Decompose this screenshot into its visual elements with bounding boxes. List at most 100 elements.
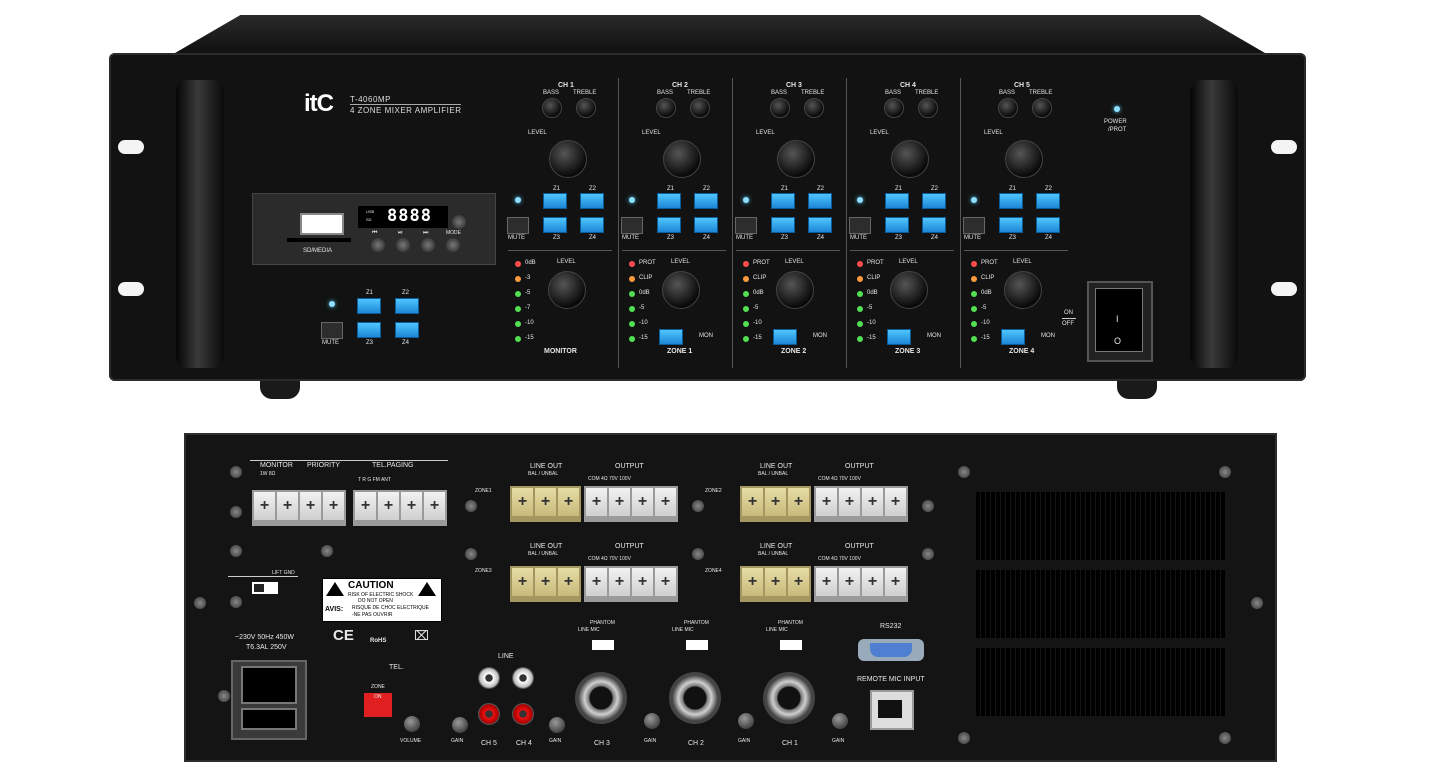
rca-right-ch5[interactable]	[478, 703, 500, 725]
ch1-mute-button[interactable]	[507, 217, 529, 234]
speaker-output-terminals[interactable]: ++++	[814, 486, 908, 522]
ch1-z2-button[interactable]	[580, 193, 604, 209]
ch1-z4-button[interactable]	[580, 217, 604, 233]
monitor-level-knob[interactable]	[548, 271, 586, 309]
media-z2-button[interactable]	[395, 298, 419, 314]
lift-gnd-toggle[interactable]	[254, 584, 264, 592]
ch4-z3-button[interactable]	[885, 217, 909, 233]
ch2-z2-button[interactable]	[694, 193, 718, 209]
zone-dip-label: ZONE	[371, 684, 385, 690]
iec-socket[interactable]	[241, 666, 297, 704]
ch3-level-knob[interactable]	[777, 140, 815, 178]
rohs-mark: RoHS	[370, 638, 387, 644]
zone3-level-knob[interactable]	[890, 271, 928, 309]
line-out-terminals[interactable]: +++	[740, 566, 811, 602]
right-handle[interactable]	[1190, 80, 1238, 368]
phantom-switch[interactable]	[592, 640, 614, 650]
ch4-z4-button[interactable]	[922, 217, 946, 233]
media-z1-button[interactable]	[357, 298, 381, 314]
ch2-bass-knob[interactable]	[656, 98, 676, 118]
speaker-output-terminals[interactable]: ++++	[584, 566, 678, 602]
ch5-z1-button[interactable]	[999, 193, 1023, 209]
ch4-z1-button[interactable]	[885, 193, 909, 209]
ch5-z2-button[interactable]	[1036, 193, 1060, 209]
xlr-combo-3[interactable]	[669, 672, 721, 724]
ch5-level-knob[interactable]	[1005, 140, 1043, 178]
ch2-treble-knob[interactable]	[690, 98, 710, 118]
zone4-level-knob[interactable]	[1004, 271, 1042, 309]
ch2-mute-button[interactable]	[621, 217, 643, 234]
xlr-combo-4[interactable]	[763, 672, 815, 724]
tel-paging-terminals[interactable]: ++++	[353, 490, 447, 526]
rj45-socket[interactable]	[878, 700, 902, 718]
media-z3-button[interactable]	[357, 322, 381, 338]
rs232-connector[interactable]	[870, 643, 912, 657]
fuse-holder[interactable]	[241, 708, 297, 730]
gain-knob-ch4[interactable]	[549, 717, 565, 733]
usb-port[interactable]	[300, 213, 344, 235]
ch3-z3-button[interactable]	[771, 217, 795, 233]
ch1-z3-button[interactable]	[543, 217, 567, 233]
ch2-level-knob[interactable]	[663, 140, 701, 178]
ch3-z4-button[interactable]	[808, 217, 832, 233]
line-out-terminals[interactable]: +++	[510, 566, 581, 602]
mode-button[interactable]	[446, 238, 460, 252]
gain-knob[interactable]	[738, 713, 754, 729]
gain-knob[interactable]	[644, 713, 660, 729]
rca-right-ch4[interactable]	[512, 703, 534, 725]
tel-volume-knob[interactable]	[404, 716, 420, 732]
ch5-treble-knob[interactable]	[1032, 98, 1052, 118]
gain-knob[interactable]	[832, 713, 848, 729]
ch4-mute-button[interactable]	[849, 217, 871, 234]
ch3-z1-button[interactable]	[771, 193, 795, 209]
media-z4-button[interactable]	[395, 322, 419, 338]
ch4-bass-knob[interactable]	[884, 98, 904, 118]
media-mute-button[interactable]	[321, 322, 343, 339]
ch5-z3-button[interactable]	[999, 217, 1023, 233]
ch5-bass-knob[interactable]	[998, 98, 1018, 118]
ch2-z3-button[interactable]	[657, 217, 681, 233]
ch4-z2-button[interactable]	[922, 193, 946, 209]
ch3-bass-knob[interactable]	[770, 98, 790, 118]
ch1-level-knob[interactable]	[549, 140, 587, 178]
ch4-level-knob[interactable]	[891, 140, 929, 178]
sd-slot[interactable]	[287, 238, 351, 242]
ch1-z1-button[interactable]	[543, 193, 567, 209]
left-handle[interactable]	[176, 80, 224, 368]
ch5-mute-button[interactable]	[963, 217, 985, 234]
phantom-switch[interactable]	[686, 640, 708, 650]
next-button[interactable]	[421, 238, 435, 252]
zone1-mon-button[interactable]	[659, 329, 683, 345]
xlr-combo-2[interactable]	[575, 672, 627, 724]
zone3-mon-button[interactable]	[887, 329, 911, 345]
ch4-treble-knob[interactable]	[918, 98, 938, 118]
rca-left-ch5[interactable]	[478, 667, 500, 689]
speaker-output-terminals[interactable]: ++++	[814, 566, 908, 602]
ch5-z4-button[interactable]	[1036, 217, 1060, 233]
ch3-treble-knob[interactable]	[804, 98, 824, 118]
zone2-level-knob[interactable]	[776, 271, 814, 309]
line-out-terminals[interactable]: +++	[740, 486, 811, 522]
power-switch[interactable]	[1095, 288, 1143, 352]
ch2-z4-button[interactable]	[694, 217, 718, 233]
ch1-treble-knob[interactable]	[576, 98, 596, 118]
zone1-level-knob[interactable]	[662, 271, 700, 309]
ch3-mute-button[interactable]	[735, 217, 757, 234]
rca-left-ch4[interactable]	[512, 667, 534, 689]
power-led	[1114, 106, 1120, 112]
speaker-output-terminals[interactable]: ++++	[584, 486, 678, 522]
line-out-label: LINE OUT	[530, 543, 563, 550]
phantom-switch[interactable]	[780, 640, 802, 650]
monitor-priority-terminals[interactable]: ++++	[252, 490, 346, 526]
zone4-mon-button[interactable]	[1001, 329, 1025, 345]
gain-knob-ch5[interactable]	[452, 717, 468, 733]
zone-dip-switch[interactable]	[364, 693, 392, 717]
ch2-z1-button[interactable]	[657, 193, 681, 209]
line-out-terminals[interactable]: +++	[510, 486, 581, 522]
ch3-z2-button[interactable]	[808, 193, 832, 209]
seven-segment-display: 8888	[387, 206, 432, 226]
ch1-bass-knob[interactable]	[542, 98, 562, 118]
play-pause-button[interactable]	[396, 238, 410, 252]
zone2-mon-button[interactable]	[773, 329, 797, 345]
prev-button[interactable]	[371, 238, 385, 252]
